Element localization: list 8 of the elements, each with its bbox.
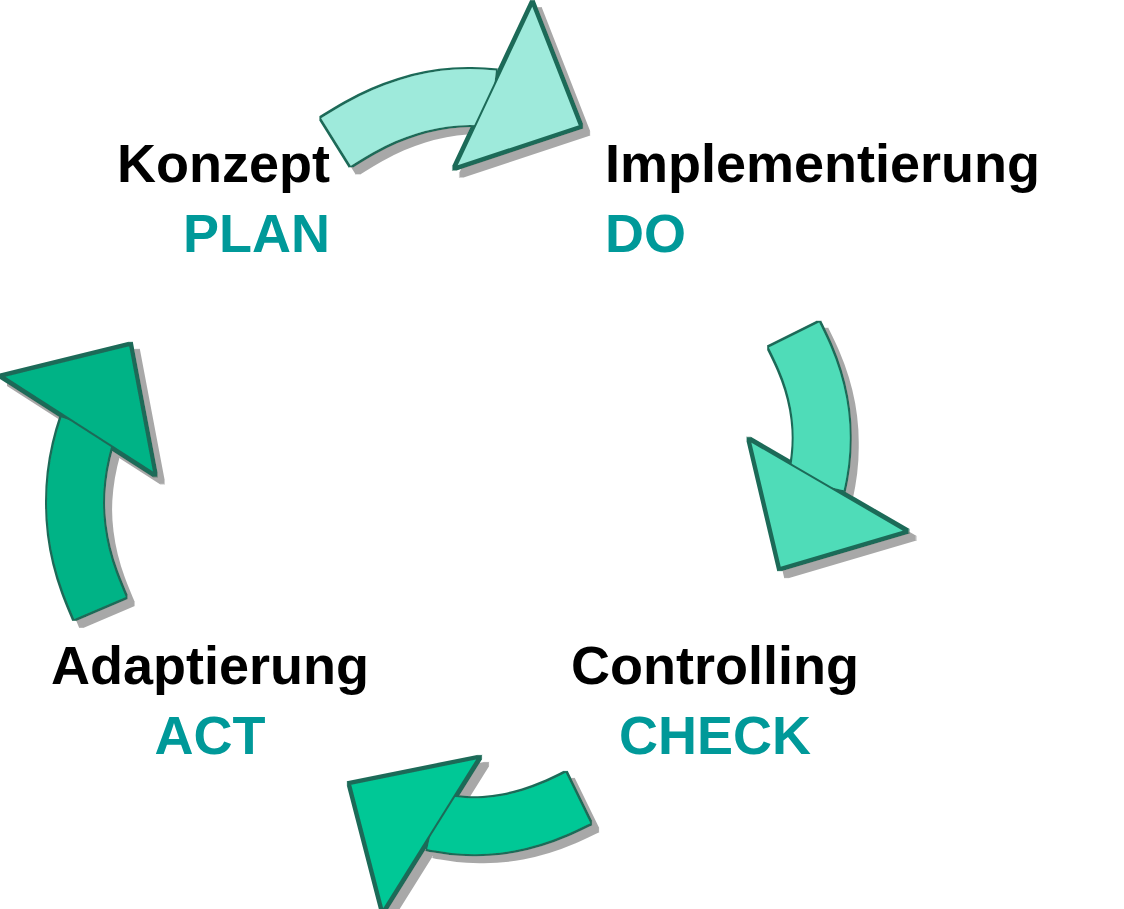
phase-label: CHECK [619, 704, 811, 768]
phase-label: ACT [154, 704, 266, 768]
step-title: Controlling [571, 634, 859, 697]
step-title: Implementierung [605, 132, 1041, 195]
step-title: Adaptierung [51, 634, 369, 697]
phase-label: DO [605, 202, 686, 266]
phase-label: PLAN [183, 202, 330, 266]
step-title: Konzept [117, 132, 330, 195]
